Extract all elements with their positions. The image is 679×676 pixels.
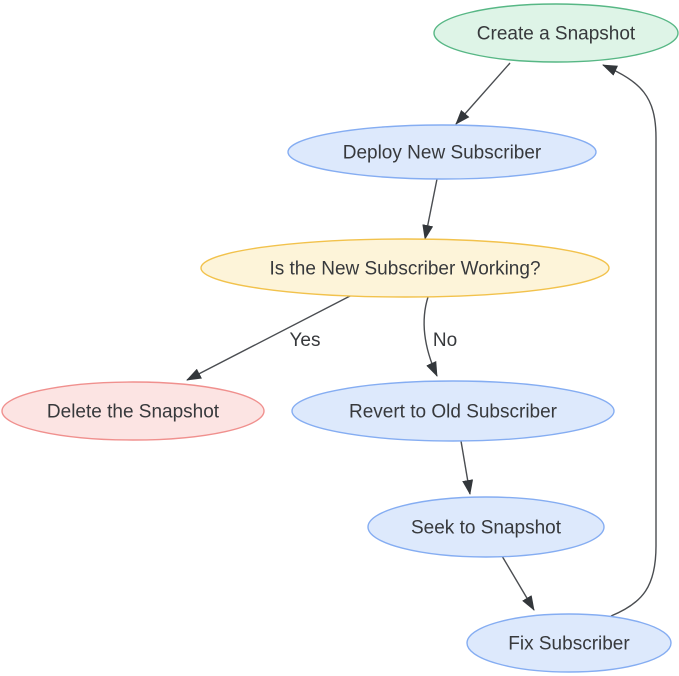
node-label-create-snapshot: Create a Snapshot (477, 24, 636, 45)
node-revert-old-subscriber (291, 380, 615, 442)
node-label-deploy-new-subscriber: Deploy New Subscriber (343, 143, 542, 164)
edge-fix-to-create (602, 64, 657, 617)
node-label-is-new-subscriber-working: Is the New Subscriber Working? (269, 259, 540, 280)
edge-working-yes-to-delete (186, 294, 353, 381)
edge-create-to-deploy (455, 62, 511, 125)
edge-seek-to-fix (501, 555, 535, 611)
edge-deploy-to-working (422, 178, 438, 240)
edge-label-working-no-to-revert: No (433, 330, 457, 351)
edge-label-working-yes-to-delete: Yes (290, 330, 321, 351)
node-label-revert-old-subscriber: Revert to Old Subscriber (349, 402, 558, 423)
node-label-fix-subscriber: Fix Subscriber (508, 634, 630, 655)
edge-revert-to-seek (460, 440, 474, 495)
edge-layer: Yes No (186, 62, 657, 617)
node-create-snapshot (433, 3, 679, 63)
node-seek-to-snapshot (367, 496, 605, 558)
node-label-delete-snapshot: Delete the Snapshot (47, 402, 220, 423)
node-fix-subscriber (466, 613, 672, 673)
node-delete-snapshot (1, 381, 265, 441)
edge-working-no-to-revert (423, 296, 438, 377)
node-is-new-subscriber-working (200, 238, 610, 298)
node-deploy-new-subscriber (287, 124, 597, 180)
node-label-seek-to-snapshot: Seek to Snapshot (411, 518, 562, 539)
